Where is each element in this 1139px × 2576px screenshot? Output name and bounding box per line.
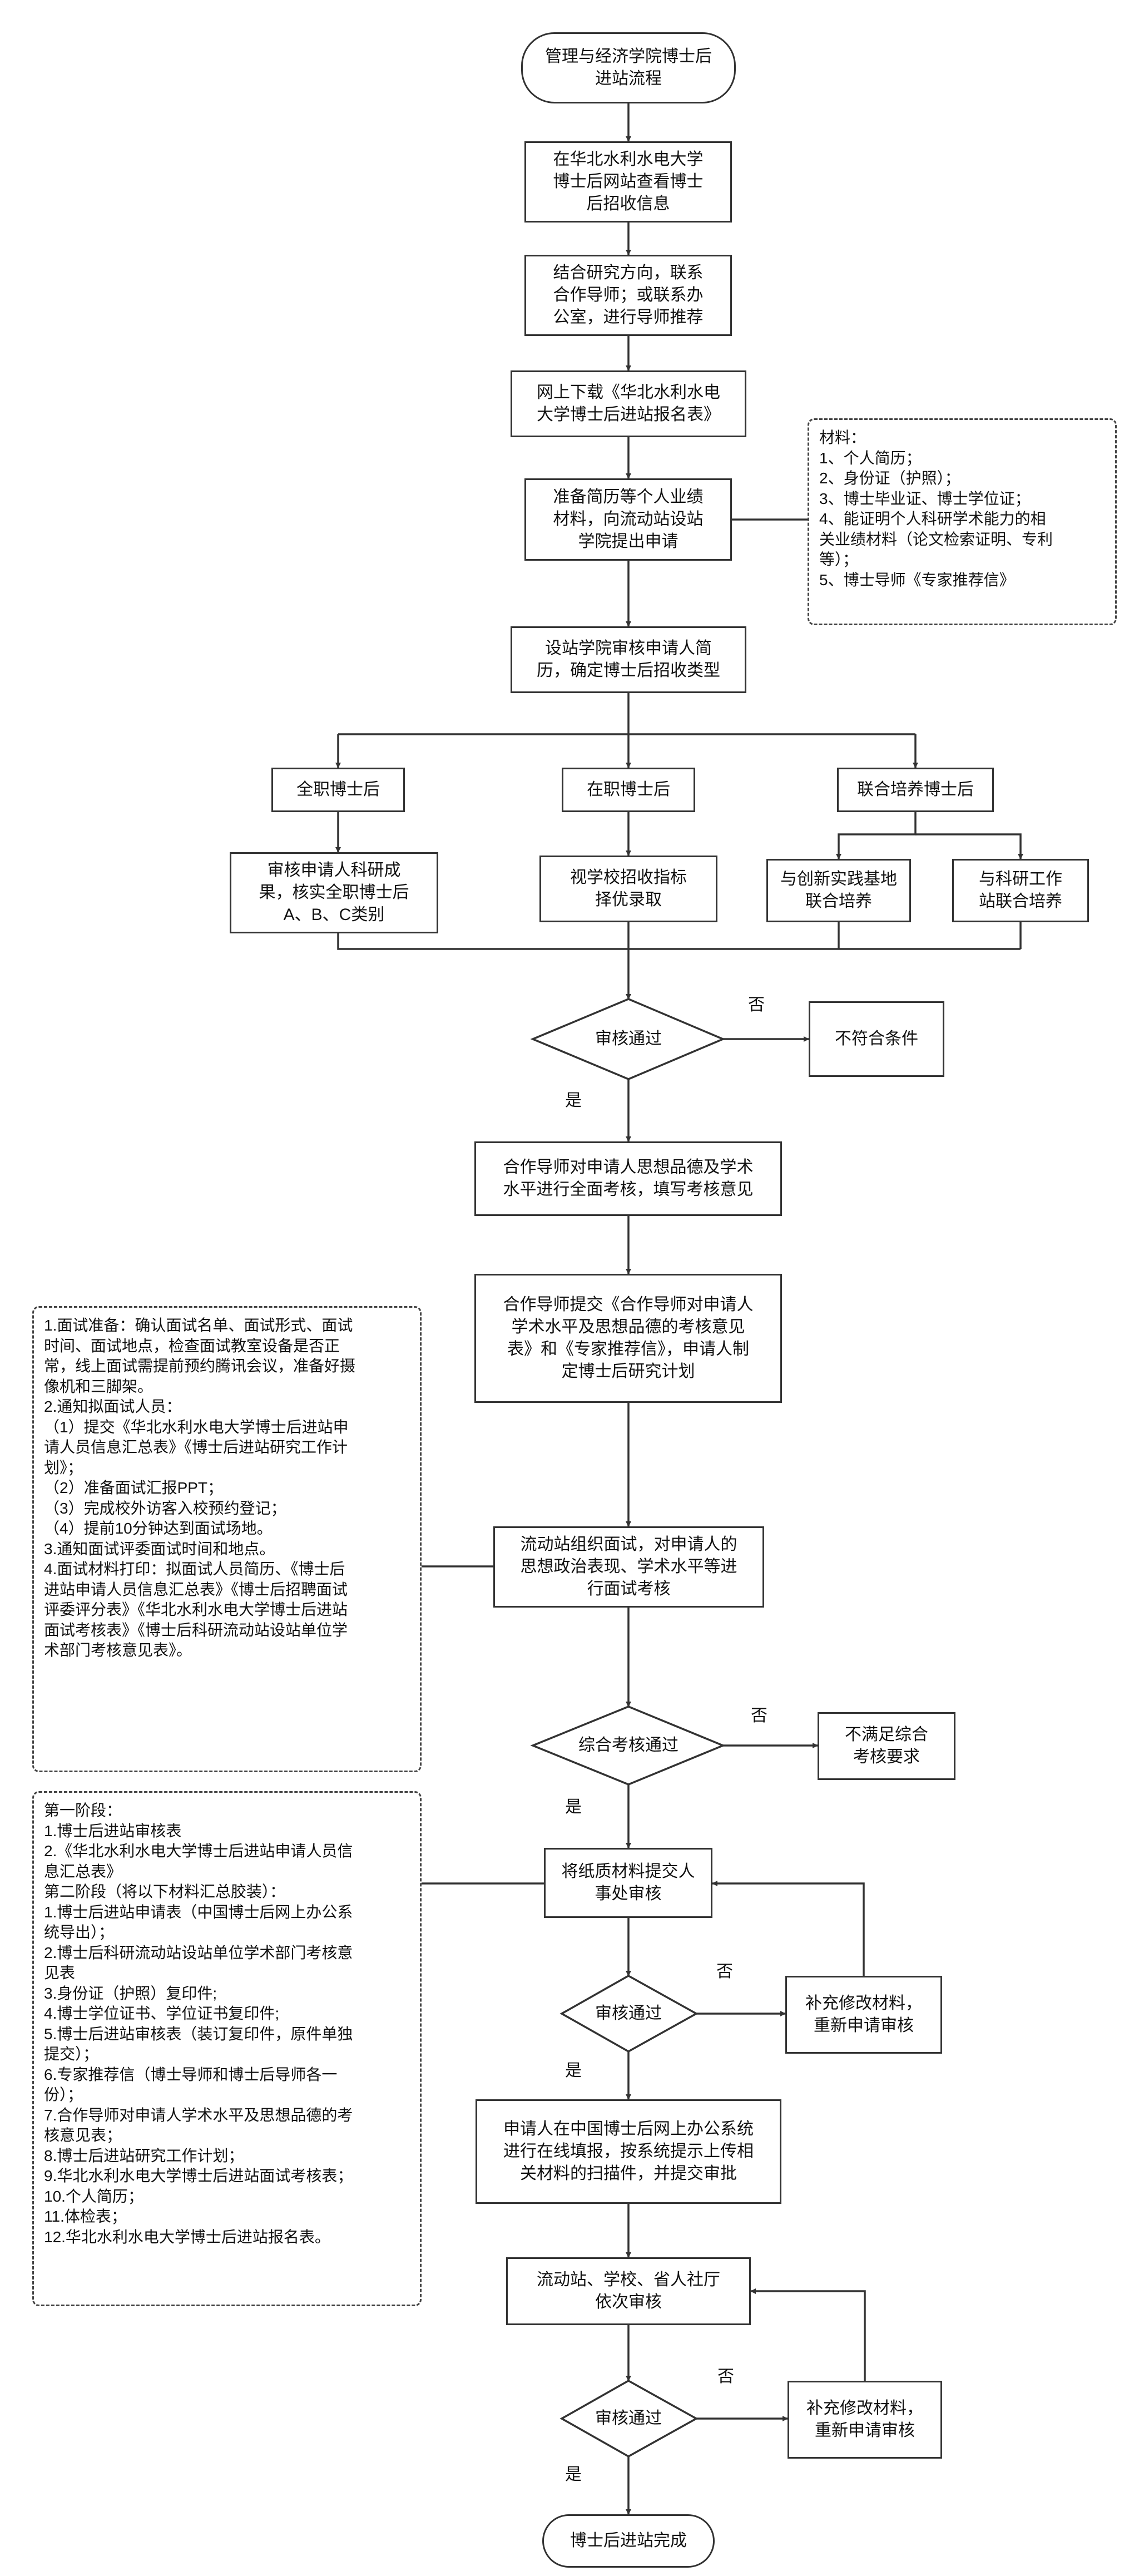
- connector: [836, 812, 917, 859]
- download-form-step: 网上下载《华北水利水电 大学博士后进站报名表》: [511, 370, 746, 437]
- label-no-3: 否: [716, 1962, 733, 1981]
- stage-materials-note: 第一阶段： 1.博士后进站审核表 2.《华北水利水电大学博士后进站申请人员信 息…: [32, 1791, 422, 2306]
- check-info-step: 在华北水利水电大学 博士后网站查看博士 后招收信息: [524, 141, 732, 223]
- label-no-1: 否: [748, 996, 765, 1014]
- supplement-box-1: 补充修改材料， 重新申请审核: [785, 1976, 942, 2054]
- prepare-apply-step: 准备简历等个人业绩 材料，向流动站设站 学院提出申请: [524, 478, 732, 561]
- station-review-step: 流动站、学校、省人社厅 依次审核: [506, 2257, 751, 2325]
- connector: [337, 933, 1021, 950]
- complete-terminal: 博士后进站完成: [542, 2514, 715, 2568]
- label-no-2: 否: [751, 1707, 767, 1725]
- interview-step: 流动站组织面试，对申请人的 思想政治表现、学术水平等进 行面试考核: [493, 1526, 764, 1608]
- college-review-step: 设站学院审核申请人简 历，确定博士后招收类型: [511, 626, 746, 693]
- inservice-review-step: 视学校招收指标 择优录取: [539, 856, 717, 922]
- review-pass-decision-3: 审核通过: [595, 2409, 662, 2427]
- overall-pass-decision: 综合考核通过: [578, 1736, 679, 1754]
- inservice-postdoc-box: 在职博士后: [562, 768, 695, 812]
- joint-innovation-step: 与创新实践基地 联合培养: [766, 859, 911, 922]
- not-qualified-box: 不符合条件: [809, 1001, 944, 1077]
- joint-research-step: 与科研工作 站联合培养: [952, 859, 1089, 922]
- supplement-box-2: 补充修改材料， 重新申请审核: [788, 2381, 942, 2459]
- contact-advisor-step: 结合研究方向，联系 合作导师；或联系办 公室，进行导师推荐: [524, 255, 732, 336]
- review-pass-decision-2: 审核通过: [595, 2004, 662, 2023]
- label-yes-1: 是: [565, 1091, 582, 1110]
- not-meet-box: 不满足综合 考核要求: [818, 1712, 955, 1780]
- online-submit-step: 申请人在中国博士后网上办公系统 进行在线填报，按系统提示上传相 关材料的扫描件，…: [476, 2099, 781, 2204]
- review-pass-decision-1: 审核通过: [595, 1030, 662, 1048]
- connector: [915, 833, 1023, 859]
- fulltime-review-step: 审核申请人科研成 果，核实全职博士后 A、B、C类别: [230, 852, 438, 933]
- advisor-assess-step: 合作导师对申请人思想品德及学术 水平进行全面考核，填写考核意见: [474, 1141, 782, 1216]
- start-terminal: 管理与经济学院博士后 进站流程: [521, 32, 736, 103]
- advisor-submit-step: 合作导师提交《合作导师对申请人 学术水平及思想品德的考核意见 表》和《专家推荐信…: [474, 1274, 782, 1403]
- joint-postdoc-box: 联合培养博士后: [837, 768, 994, 812]
- fulltime-postdoc-box: 全职博士后: [271, 768, 405, 812]
- connector: [712, 1881, 865, 1976]
- label-yes-2: 是: [565, 1798, 582, 1816]
- connector: [750, 2288, 866, 2381]
- materials-note: 材料： 1、个人简历； 2、身份证（护照）； 3、博士毕业证、博士学位证； 4、…: [808, 418, 1117, 625]
- label-yes-4: 是: [565, 2465, 582, 2484]
- interview-prep-note: 1.面试准备：确认面试名单、面试形式、面试 时间、面试地点，检查面试教室设备是否…: [32, 1306, 422, 1772]
- label-yes-3: 是: [565, 2061, 582, 2080]
- submit-paper-step: 将纸质材料提交人 事处审核: [544, 1848, 712, 1918]
- label-no-4: 否: [717, 2367, 734, 2386]
